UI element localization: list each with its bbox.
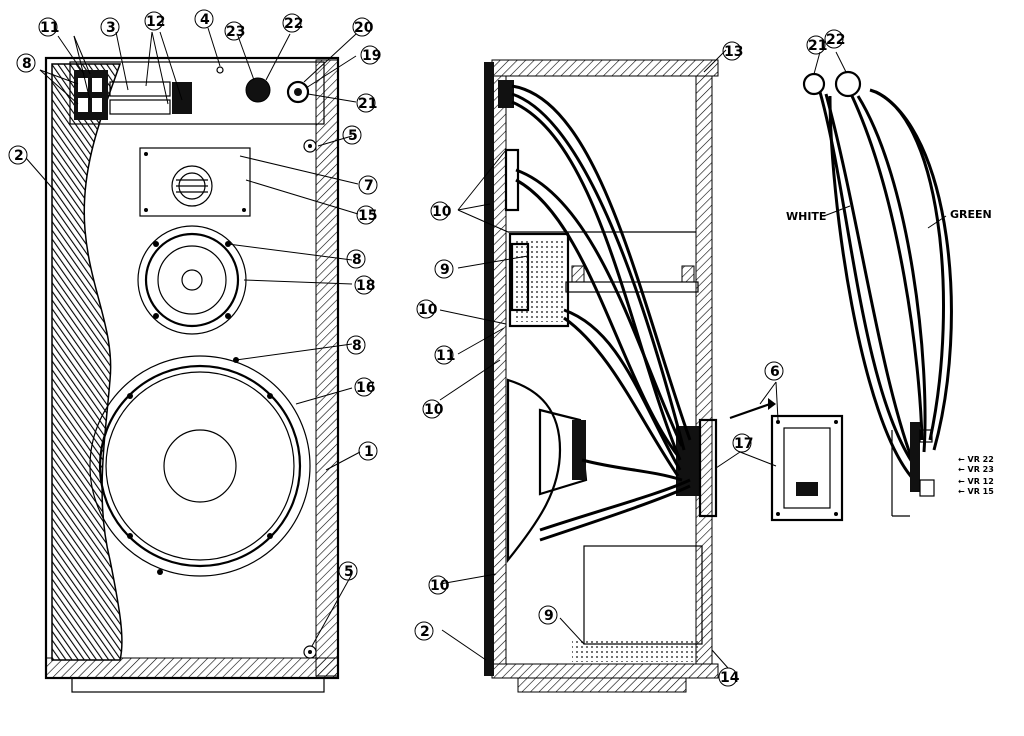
label-plate-2 xyxy=(109,99,171,115)
callout-1: 1 xyxy=(364,444,374,460)
vr-12-label: ← VR 12 xyxy=(958,477,994,486)
control-22 xyxy=(834,70,862,98)
callout-15: 15 xyxy=(358,208,377,224)
mounting-screw-bottom xyxy=(303,645,317,659)
callout-12: 12 xyxy=(146,14,165,30)
level-control-19-center xyxy=(294,88,302,96)
vr-labels: ← VR 22 ← VR 23 ← VR 12 ← VR 15 xyxy=(958,455,994,496)
top-terminal xyxy=(498,80,514,108)
damping-box xyxy=(583,545,703,645)
callout-20: 20 xyxy=(354,20,374,36)
cabinet-base xyxy=(71,677,325,693)
midrange-surround xyxy=(144,232,240,328)
callout-2-front: 2 xyxy=(14,148,24,164)
vr-15-label: ← VR 15 xyxy=(958,487,994,496)
grille-cloth-panel xyxy=(51,63,123,661)
terminal-block xyxy=(74,70,108,120)
terminal-posts xyxy=(796,482,818,496)
midrange-cone xyxy=(157,245,227,315)
midrange-side xyxy=(510,242,530,312)
callout-18: 18 xyxy=(356,278,375,294)
callout-6: 6 xyxy=(770,364,780,380)
callout-22-detail: 22 xyxy=(826,32,845,48)
callout-2-side: 2 xyxy=(420,624,430,640)
indicator-hole xyxy=(216,66,224,74)
callout-9-top: 9 xyxy=(440,262,450,278)
callout-10-top: 10 xyxy=(432,204,452,220)
level-control-19 xyxy=(286,80,310,104)
callout-4: 4 xyxy=(200,12,210,28)
back-panel xyxy=(695,75,713,665)
internal-wiring xyxy=(511,84,692,542)
woofer-surround xyxy=(98,364,302,568)
grille-edge xyxy=(484,62,494,676)
woofer-frame xyxy=(89,355,311,577)
level-knob-23 xyxy=(245,77,271,103)
brace-shelf xyxy=(565,281,699,293)
callout-22-front: 22 xyxy=(284,16,303,32)
woofer-cone xyxy=(105,371,295,561)
mounting-screw-top xyxy=(303,139,317,153)
terminal-slot-4 xyxy=(92,98,102,112)
callout-8-mid: 8 xyxy=(352,252,362,268)
control-wires xyxy=(818,88,953,482)
terminal-plate-view xyxy=(715,381,844,522)
callout-17: 17 xyxy=(734,436,753,452)
control-wiring-detail xyxy=(802,51,953,517)
label-plate-1 xyxy=(109,81,171,97)
cabinet-bottom-grain xyxy=(45,657,339,679)
front-view xyxy=(25,27,361,693)
callout-10-bottom: 10 xyxy=(430,578,450,594)
callout-10-mid: 10 xyxy=(418,302,438,318)
vr-22-label: ← VR 22 xyxy=(958,455,994,464)
callout-8-top: 8 xyxy=(22,56,32,72)
bottom-panel xyxy=(491,663,719,679)
cabinet-side-grain xyxy=(315,59,339,677)
wire-label-green: GREEN xyxy=(950,208,992,221)
callout-circles xyxy=(8,9,844,687)
control-21 xyxy=(802,72,826,96)
woofer-side xyxy=(506,378,562,564)
callout-3: 3 xyxy=(106,20,116,36)
terminal-slot-2 xyxy=(92,78,102,92)
callout-23: 23 xyxy=(226,24,245,40)
terminal-plate xyxy=(770,414,844,522)
terminal-slot-1 xyxy=(78,78,88,92)
midrange-dust-cap xyxy=(181,269,203,291)
vr-23-label: ← VR 23 xyxy=(958,465,994,474)
callout-16: 16 xyxy=(356,380,375,396)
woofer-dust-cap xyxy=(163,429,237,503)
side-base xyxy=(517,677,687,693)
callout-labels: 11 8 3 12 4 23 22 20 19 21 5 2 7 15 8 18… xyxy=(14,12,845,686)
callout-21-front: 21 xyxy=(358,96,377,112)
callout-21-detail: 21 xyxy=(808,38,827,54)
top-panel xyxy=(491,59,719,77)
callout-7: 7 xyxy=(364,178,374,194)
callout-13: 13 xyxy=(724,44,743,60)
wire-label-white: WHITE xyxy=(786,210,826,223)
callout-10-low: 10 xyxy=(424,402,444,418)
control-terminal-strip xyxy=(910,422,920,492)
callout-8-low: 8 xyxy=(352,338,362,354)
callout-5-top: 5 xyxy=(348,128,358,144)
callout-11-side: 11 xyxy=(436,348,455,364)
front-leader-lines xyxy=(25,27,361,647)
callout-11: 11 xyxy=(40,20,59,36)
terminal-slot-3 xyxy=(78,98,88,112)
damping-material xyxy=(572,640,698,662)
fuse-holder xyxy=(172,82,192,114)
control-panel xyxy=(69,61,325,125)
side-section-view xyxy=(439,49,729,693)
callout-9-bottom: 9 xyxy=(544,608,554,624)
callout-14: 14 xyxy=(720,670,740,686)
midrange-enclosure xyxy=(508,232,570,328)
callout-5-bottom: 5 xyxy=(344,564,354,580)
callout-19: 19 xyxy=(362,48,381,64)
tweeter-plate xyxy=(139,147,251,217)
side-leader-lines xyxy=(439,49,729,669)
tweeter-dome xyxy=(171,165,213,207)
